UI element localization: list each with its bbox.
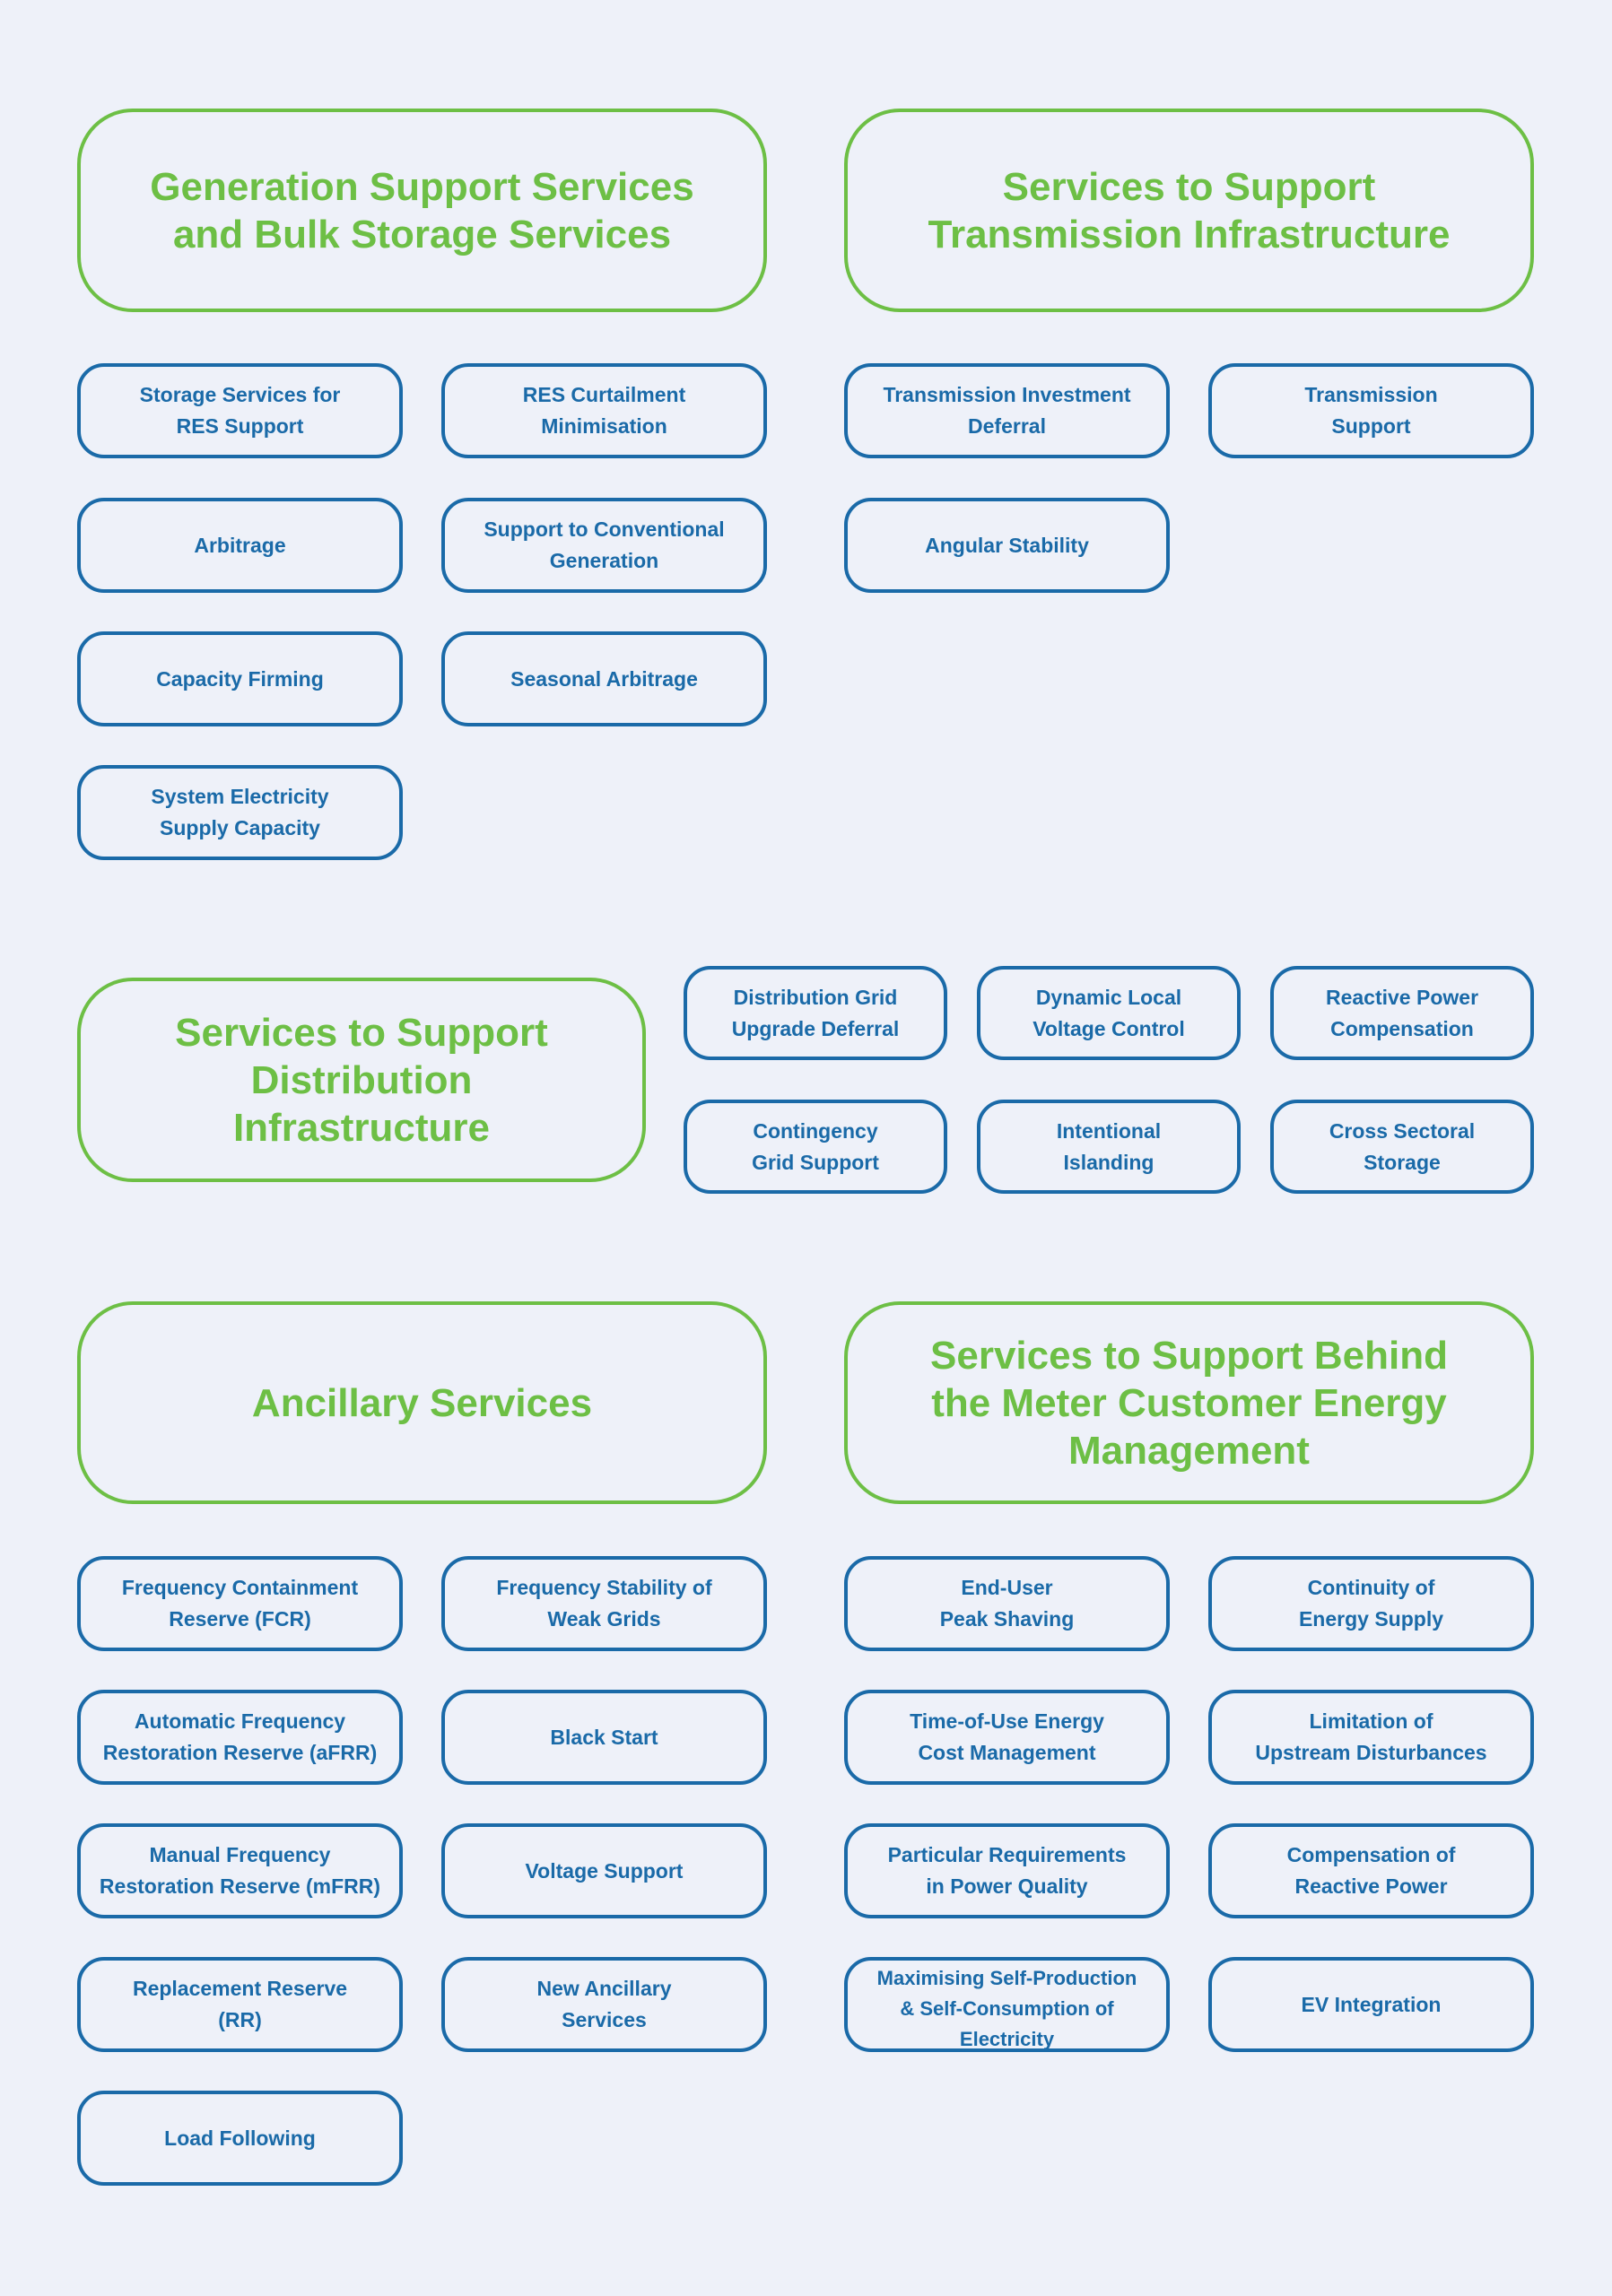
service-label: Voltage Support [525, 1858, 684, 1883]
service-label: End-User Peak Shaving [939, 1576, 1075, 1631]
service-continuity-energy-supply: Continuity of Energy Supply [1208, 1556, 1534, 1651]
service-label: Continuity of Energy Supply [1298, 1576, 1444, 1631]
service-label: Limitation of Upstream Disturbances [1255, 1709, 1487, 1764]
service-label: Automatic Frequency Restoration Reserve … [102, 1709, 378, 1764]
service-label: Storage Services for RES Support [139, 383, 341, 438]
service-angular-stability: Angular Stability [844, 498, 1170, 593]
service-compensation-reactive-power: Compensation of Reactive Power [1208, 1823, 1534, 1918]
service-capacity-firming: Capacity Firming [77, 631, 403, 726]
service-label: Time-of-Use Energy Cost Management [910, 1709, 1104, 1764]
service-voltage-support: Voltage Support [441, 1823, 767, 1918]
service-label: System Electricity Supply Capacity [151, 785, 329, 839]
service-limitation-upstream-disturbances: Limitation of Upstream Disturbances [1208, 1690, 1534, 1785]
service-frequency-stability-weak-grids: Frequency Stability of Weak Grids [441, 1556, 767, 1651]
service-self-production-consumption: Maximising Self-Production & Self-Consum… [844, 1957, 1170, 2052]
service-label: Contingency Grid Support [752, 1118, 879, 1174]
service-intentional-islanding: Intentional Islanding [977, 1100, 1241, 1194]
category-title: Services to Support Behind the Meter Cus… [930, 1333, 1448, 1473]
service-label: Seasonal Arbitrage [510, 666, 698, 691]
service-fcr: Frequency Containment Reserve (FCR) [77, 1556, 403, 1651]
service-label: Angular Stability [925, 533, 1089, 557]
service-label: New Ancillary Services [536, 1977, 672, 2031]
service-label: Black Start [550, 1725, 658, 1749]
service-label: Cross Sectoral Storage [1329, 1118, 1476, 1174]
service-label: Manual Frequency Restoration Reserve (mF… [99, 1843, 381, 1898]
service-arbitrage: Arbitrage [77, 498, 403, 593]
service-cross-sectoral-storage: Cross Sectoral Storage [1270, 1100, 1534, 1194]
service-label: Transmission Support [1304, 383, 1438, 438]
service-label: Particular Requirements in Power Quality [887, 1843, 1127, 1898]
service-contingency-grid-support: Contingency Grid Support [684, 1100, 947, 1194]
service-distribution-grid-upgrade-deferral: Distribution Grid Upgrade Deferral [684, 966, 947, 1060]
service-ev-integration: EV Integration [1208, 1957, 1534, 2052]
service-label: Reactive Power Compensation [1325, 985, 1479, 1040]
service-end-user-peak-shaving: End-User Peak Shaving [844, 1556, 1170, 1651]
service-transmission-support: Transmission Support [1208, 363, 1534, 458]
category-title: Generation Support Services and Bulk Sto… [150, 164, 694, 257]
service-label: RES Curtailment Minimisation [522, 383, 686, 438]
service-label: Arbitrage [194, 533, 286, 557]
service-label: Compensation of Reactive Power [1286, 1843, 1456, 1898]
service-label: Distribution Grid Upgrade Deferral [731, 985, 900, 1040]
service-time-of-use-cost-management: Time-of-Use Energy Cost Management [844, 1690, 1170, 1785]
category-ancillary-services: Ancillary Services [77, 1301, 767, 1504]
service-support-conventional-generation: Support to Conventional Generation [441, 498, 767, 593]
service-label: Dynamic Local Voltage Control [1033, 985, 1185, 1040]
category-title: Services to Support Distribution Infrast… [175, 1010, 548, 1150]
service-transmission-investment-deferral: Transmission Investment Deferral [844, 363, 1170, 458]
service-power-quality-requirements: Particular Requirements in Power Quality [844, 1823, 1170, 1918]
service-label: Frequency Containment Reserve (FCR) [121, 1576, 359, 1631]
service-seasonal-arbitrage: Seasonal Arbitrage [441, 631, 767, 726]
service-label: Transmission Investment Deferral [883, 383, 1131, 438]
service-res-curtailment: RES Curtailment Minimisation [441, 363, 767, 458]
service-load-following: Load Following [77, 2091, 403, 2186]
category-title: Ancillary Services [251, 1380, 593, 1425]
service-mfrr: Manual Frequency Restoration Reserve (mF… [77, 1823, 403, 1918]
service-new-ancillary-services: New Ancillary Services [441, 1957, 767, 2052]
service-label: Replacement Reserve (RR) [132, 1977, 348, 2031]
category-generation-support: Generation Support Services and Bulk Sto… [77, 109, 767, 312]
service-replacement-reserve: Replacement Reserve (RR) [77, 1957, 403, 2052]
service-label: Intentional Islanding [1056, 1118, 1162, 1174]
service-label: Support to Conventional Generation [484, 517, 725, 572]
service-label: Load Following [164, 2126, 316, 2150]
service-system-electricity-supply-capacity: System Electricity Supply Capacity [77, 765, 403, 860]
service-label: EV Integration [1301, 1992, 1442, 2016]
service-afrr: Automatic Frequency Restoration Reserve … [77, 1690, 403, 1785]
service-black-start: Black Start [441, 1690, 767, 1785]
category-transmission-support: Services to Support Transmission Infrast… [844, 109, 1534, 312]
service-label: Maximising Self-Production & Self-Consum… [876, 1967, 1137, 2050]
service-dynamic-local-voltage-control: Dynamic Local Voltage Control [977, 966, 1241, 1060]
category-title: Services to Support Transmission Infrast… [928, 164, 1451, 257]
category-distribution-support: Services to Support Distribution Infrast… [77, 978, 646, 1182]
service-label: Frequency Stability of Weak Grids [496, 1576, 712, 1631]
category-behind-the-meter: Services to Support Behind the Meter Cus… [844, 1301, 1534, 1504]
service-label: Capacity Firming [156, 666, 324, 691]
service-reactive-power-compensation: Reactive Power Compensation [1270, 966, 1534, 1060]
service-storage-res-support: Storage Services for RES Support [77, 363, 403, 458]
